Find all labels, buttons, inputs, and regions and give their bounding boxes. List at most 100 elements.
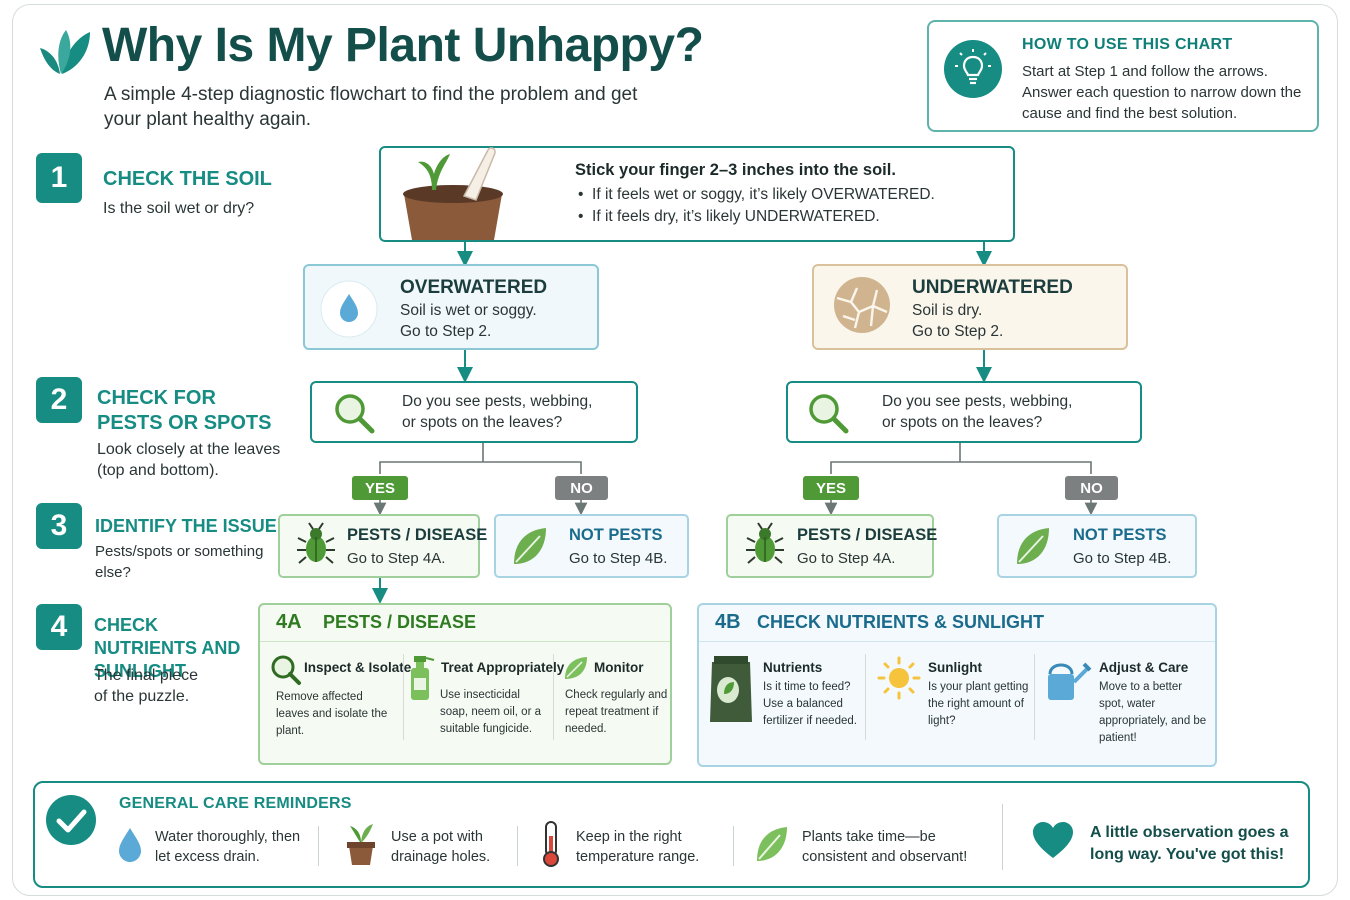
leaf-icon xyxy=(1013,524,1053,568)
panel-4a-sep1 xyxy=(403,654,404,740)
care-sep1 xyxy=(318,826,319,866)
pests-disease-right-text: Go to Step 4A. xyxy=(797,550,896,567)
pests-disease-left-text: Go to Step 4A. xyxy=(347,550,446,567)
pest-question-left-line1: Do you see pests, webbing, xyxy=(402,393,593,410)
step-2-title: CHECK FOR PESTS OR SPOTS xyxy=(97,387,272,434)
magnifier-icon xyxy=(806,391,850,435)
not-pests-right-title: NOT PESTS xyxy=(1073,526,1167,544)
step-3-desc: Pests/spots or something else? xyxy=(95,543,264,581)
cracked-soil-icon xyxy=(833,276,891,334)
logo-leaf-icon xyxy=(38,26,94,76)
fertilizer-bag-icon xyxy=(706,654,756,724)
step-3-title: IDENTIFY THE ISSUE xyxy=(95,516,277,536)
panel-4b-sep2 xyxy=(1034,654,1035,740)
yes-label-right: YES xyxy=(803,476,859,500)
pests-disease-right-title: PESTS / DISEASE xyxy=(797,526,938,544)
water-drop-icon xyxy=(116,826,144,864)
sun-icon xyxy=(877,656,921,700)
panel-4b-item1-text: Is it time to feed? Use a balanced ferti… xyxy=(763,681,857,727)
step-3-number: 3 xyxy=(36,503,82,549)
leaf-icon xyxy=(510,524,550,568)
panel-4b xyxy=(697,603,1217,767)
heart-icon xyxy=(1031,820,1075,860)
thermometer-icon xyxy=(540,820,562,868)
panel-4b-sep1 xyxy=(865,654,866,740)
panel-4b-item3-title: Adjust & Care xyxy=(1099,660,1189,675)
panel-4a-item1-title: Inspect & Isolate xyxy=(304,660,412,675)
care-item-water: Water thoroughly, then let excess drain. xyxy=(155,829,301,865)
panel-4a-title: PESTS / DISEASE xyxy=(323,612,477,632)
care-sep4 xyxy=(1002,804,1003,870)
panel-4a-item2-title: Treat Appropriately xyxy=(441,660,565,675)
panel-4a-sep2 xyxy=(553,654,554,740)
panel-4b-code: 4B xyxy=(715,611,741,633)
leaf-icon xyxy=(562,654,590,682)
step-1-number: 1 xyxy=(36,153,82,203)
soil-test-title: Stick your finger 2–3 inches into the so… xyxy=(575,161,896,179)
panel-4a-item3-title: Monitor xyxy=(594,660,644,675)
overwatered-title: OVERWATERED xyxy=(400,277,548,298)
panel-4a-item2-text: Use insecticidal soap, neem oil, or a su… xyxy=(440,689,542,735)
step-1-desc: Is the soil wet or dry? xyxy=(103,200,255,217)
care-sep2 xyxy=(517,826,518,866)
care-item-temperature: Keep in the right temperature range. xyxy=(576,829,700,865)
closing-message: A little observation goes a long way. Yo… xyxy=(1090,824,1289,863)
panel-4b-divider xyxy=(699,641,1215,642)
pest-question-left-line2: or spots on the leaves? xyxy=(402,414,563,431)
spray-bottle-icon xyxy=(408,654,436,702)
yes-label-left: YES xyxy=(352,476,408,500)
bug-icon xyxy=(295,522,337,568)
pest-question-right-line2: or spots on the leaves? xyxy=(882,414,1043,431)
water-drop-icon xyxy=(320,280,378,338)
panel-4b-item3-text: Move to a better spot, water appropriate… xyxy=(1099,681,1207,744)
step-4-desc: The final piece of the puzzle. xyxy=(94,667,199,705)
panel-4a xyxy=(258,603,672,765)
underwatered-title: UNDERWATERED xyxy=(912,277,1073,298)
watering-can-icon xyxy=(1040,660,1092,704)
step-1-title: CHECK THE SOIL xyxy=(103,168,272,190)
potted-plant-icon xyxy=(344,822,378,866)
soil-test-bullet-1: • If it feels wet or soggy, it’s likely … xyxy=(578,186,935,203)
magnifier-icon xyxy=(332,391,376,435)
underwatered-line1: Soil is dry. xyxy=(912,302,983,319)
overwatered-line2: Go to Step 2. xyxy=(400,323,492,340)
magnifier-icon xyxy=(270,654,302,686)
step-4-number: 4 xyxy=(36,604,82,650)
how-to-box xyxy=(927,20,1319,132)
panel-4a-item1-text: Remove affected leaves and isolate the p… xyxy=(276,691,388,737)
step-2-number: 2 xyxy=(36,377,82,423)
no-label-right: NO xyxy=(1065,476,1118,500)
panel-4b-item2-text: Is your plant getting the right amount o… xyxy=(928,681,1029,727)
pests-disease-left-title: PESTS / DISEASE xyxy=(347,526,488,544)
not-pests-left-title: NOT PESTS xyxy=(569,526,663,544)
care-reminders-title: GENERAL CARE REMINDERS xyxy=(119,795,352,812)
leaf-icon xyxy=(754,824,790,864)
page-frame xyxy=(12,4,1338,896)
page-title: Why Is My Plant Unhappy? xyxy=(102,19,704,72)
underwatered-line2: Go to Step 2. xyxy=(912,323,1004,340)
care-reminders-box xyxy=(33,781,1310,888)
page-subtitle: A simple 4-step diagnostic flowchart to … xyxy=(104,84,638,130)
step-2-desc: Look closely at the leaves (top and bott… xyxy=(97,441,281,479)
overwatered-line1: Soil is wet or soggy. xyxy=(400,302,537,319)
panel-4b-item2-title: Sunlight xyxy=(928,660,982,675)
pest-question-right-line1: Do you see pests, webbing, xyxy=(882,393,1073,410)
step-4-title: CHECK NUTRIENTS AND SUNLIGHT xyxy=(94,615,241,681)
soil-test-bullet-1-text: If it feels wet or soggy, it’s likely OV… xyxy=(592,186,935,203)
care-item-pot: Use a pot with drainage holes. xyxy=(391,829,491,865)
no-label-left: NO xyxy=(555,476,608,500)
soil-test-bullet-2: • If it feels dry, it’s likely UNDERWATE… xyxy=(578,208,880,225)
soil-test-bullet-2-text: If it feels dry, it’s likely UNDERWATERE… xyxy=(592,208,880,225)
panel-4a-divider xyxy=(260,641,670,642)
panel-4a-item3-text: Check regularly and repeat treatment if … xyxy=(565,689,668,735)
not-pests-right-text: Go to Step 4B. xyxy=(1073,550,1172,567)
finger-in-soil-icon xyxy=(398,146,510,240)
lightbulb-icon xyxy=(944,40,1002,98)
care-item-patience: Plants take time—be consistent and obser… xyxy=(802,829,968,865)
checkmark-icon xyxy=(46,795,96,845)
pest-question-left xyxy=(310,381,638,443)
bug-icon xyxy=(744,522,786,568)
panel-4b-item1-title: Nutrients xyxy=(763,660,823,675)
how-to-title: HOW TO USE THIS CHART xyxy=(1022,36,1233,53)
panel-4a-code: 4A xyxy=(276,611,302,633)
